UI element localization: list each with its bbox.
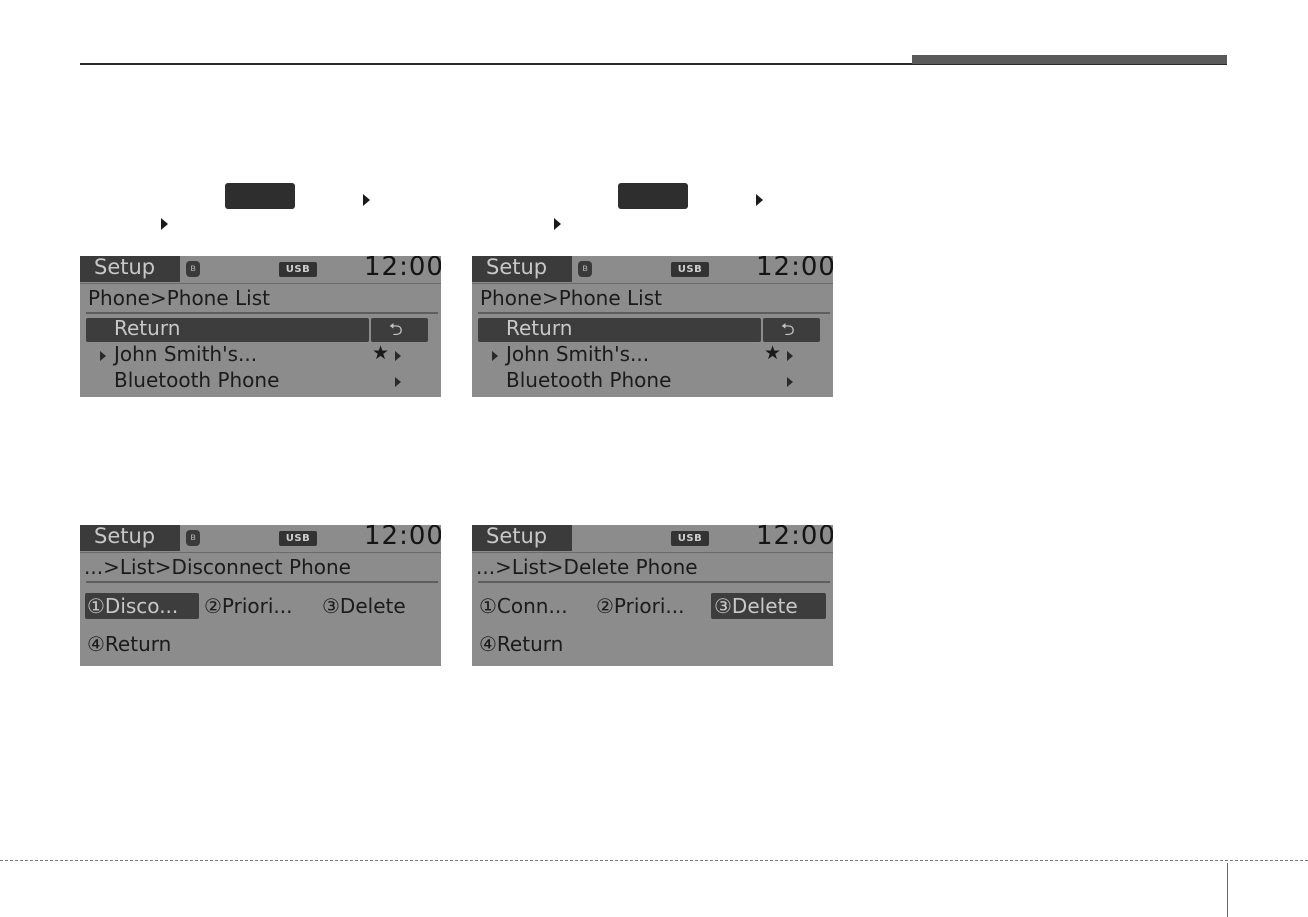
- usb-badge: USB: [671, 262, 709, 277]
- header-divider: [472, 283, 833, 284]
- screen-title: Setup: [486, 525, 548, 548]
- header-divider: [80, 283, 441, 284]
- back-button[interactable]: ⮌: [763, 318, 820, 342]
- chevron-right-icon: [787, 351, 793, 361]
- breadcrumb: ...>List>Delete Phone: [476, 555, 698, 579]
- usb-badge: USB: [279, 531, 317, 546]
- header-divider: [80, 552, 441, 553]
- divider: [478, 581, 830, 583]
- expand-arrow-icon: [100, 351, 106, 361]
- arrow-right-icon: [756, 194, 763, 206]
- bluetooth-icon: ʙ: [186, 530, 200, 546]
- option-priority[interactable]: ②Priori...: [596, 594, 685, 618]
- setup-key-chip-left: [225, 183, 295, 209]
- chevron-right-icon: [787, 377, 793, 387]
- screen-title-tab: [80, 256, 180, 282]
- bluetooth-icon: ʙ: [578, 261, 592, 277]
- list-item-label: Return: [506, 316, 573, 340]
- back-icon: ⮌: [781, 320, 795, 340]
- option-delete[interactable]: ③Delete: [322, 594, 406, 618]
- chevron-right-icon: [395, 377, 401, 387]
- arrow-right-icon: [161, 218, 168, 230]
- list-item-label: Return: [114, 316, 181, 340]
- star-icon: ★: [764, 342, 782, 364]
- header-divider: [472, 552, 833, 553]
- screen-title: Setup: [486, 256, 548, 279]
- arrow-right-icon: [363, 194, 370, 206]
- lcd-screen-phone-list-1: Setup ʙ USB 12:00 Phone>Phone List Retur…: [80, 256, 441, 397]
- header-rule: [80, 63, 1227, 65]
- section-tab: [912, 55, 1227, 64]
- lcd-screen-delete-phone: Setup USB 12:00 ...>List>Delete Phone ①C…: [472, 525, 833, 666]
- breadcrumb: Phone>Phone List: [88, 286, 270, 310]
- clock: 12:00: [756, 256, 833, 282]
- setup-key-chip-right: [618, 183, 688, 209]
- screen-title-tab: [472, 525, 572, 551]
- option-return[interactable]: ④Return: [87, 632, 172, 656]
- back-icon: ⮌: [389, 320, 403, 340]
- option-highlight: [711, 593, 826, 619]
- divider: [478, 312, 830, 314]
- back-button[interactable]: ⮌: [371, 318, 428, 342]
- option-disconnect[interactable]: ①Disco...: [87, 594, 179, 618]
- footer-divider: [1227, 863, 1228, 917]
- divider: [86, 312, 438, 314]
- screen-title: Setup: [94, 525, 156, 548]
- list-item-phone[interactable]: John Smith's...: [114, 342, 258, 366]
- expand-arrow-icon: [492, 351, 498, 361]
- option-connect[interactable]: ①Conn...: [479, 594, 568, 618]
- clock: 12:00: [364, 256, 441, 282]
- bluetooth-icon: ʙ: [186, 261, 200, 277]
- option-delete[interactable]: ③Delete: [714, 594, 798, 618]
- screen-title-tab: [80, 525, 180, 551]
- option-return[interactable]: ④Return: [479, 632, 564, 656]
- breadcrumb: ...>List>Disconnect Phone: [84, 555, 351, 579]
- option-priority[interactable]: ②Priori...: [204, 594, 293, 618]
- star-icon: ★: [372, 342, 390, 364]
- clock: 12:00: [756, 525, 833, 551]
- list-item-return[interactable]: [478, 318, 761, 342]
- screen-title-tab: [472, 256, 572, 282]
- list-item-phone[interactable]: John Smith's...: [506, 342, 650, 366]
- usb-badge: USB: [671, 531, 709, 546]
- footer-dashed-rule: [0, 860, 1308, 861]
- list-item-bluetooth-phone[interactable]: Bluetooth Phone: [506, 368, 672, 392]
- lcd-screen-disconnect-phone: Setup ʙ USB 12:00 ...>List>Disconnect Ph…: [80, 525, 441, 666]
- clock: 12:00: [364, 525, 441, 551]
- breadcrumb: Phone>Phone List: [480, 286, 662, 310]
- list-item-bluetooth-phone[interactable]: Bluetooth Phone: [114, 368, 280, 392]
- arrow-right-icon: [554, 218, 561, 230]
- usb-badge: USB: [279, 262, 317, 277]
- divider: [86, 581, 438, 583]
- chevron-right-icon: [395, 351, 401, 361]
- lcd-screen-phone-list-2: Setup ʙ USB 12:00 Phone>Phone List Retur…: [472, 256, 833, 397]
- option-highlight: [85, 593, 199, 619]
- list-item-return[interactable]: [86, 318, 369, 342]
- screen-title: Setup: [94, 256, 156, 279]
